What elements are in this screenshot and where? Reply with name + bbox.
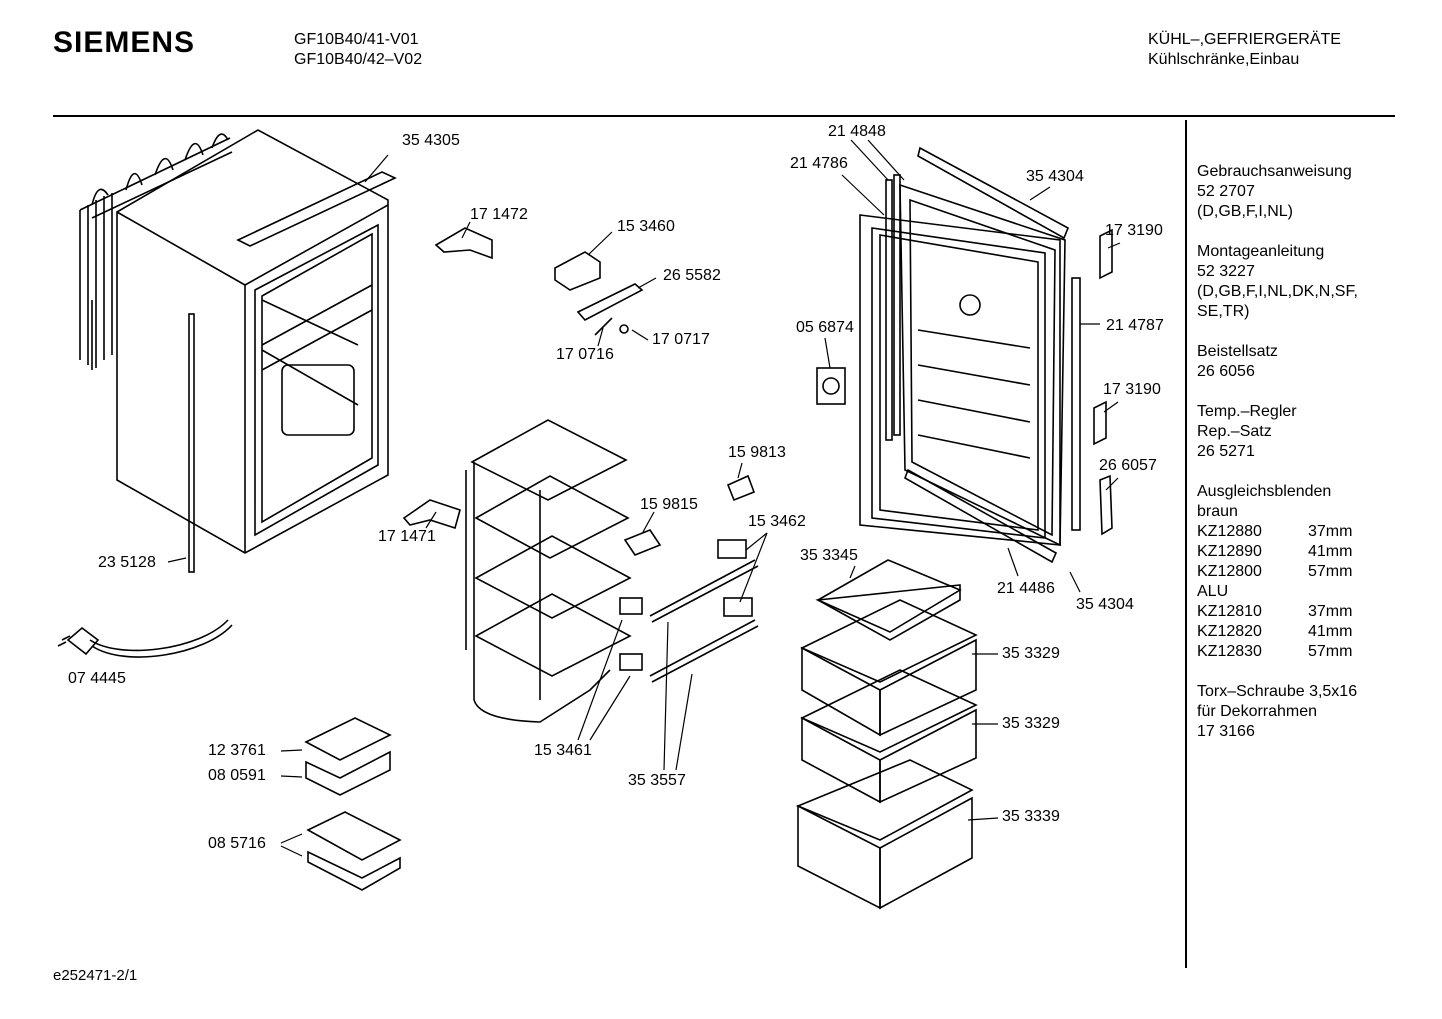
trim-row: KZ12880 37mm bbox=[1197, 522, 1392, 542]
part-label: 17 1471 bbox=[378, 528, 436, 545]
screw-number: 17 3166 bbox=[1197, 723, 1255, 740]
part-label: 15 3460 bbox=[617, 218, 675, 235]
trim-size: 37mm bbox=[1308, 603, 1353, 620]
trim-title: Ausgleichsblenden bbox=[1197, 483, 1332, 500]
manual-title: Gebrauchsanweisung bbox=[1197, 163, 1352, 180]
trim-size: 41mm bbox=[1308, 543, 1353, 560]
accessory-list: Gebrauchsanweisung 52 2707 (D,GB,F,I,NL)… bbox=[1197, 162, 1392, 762]
screw-title: Torx–Schraube 3,5x16 bbox=[1197, 683, 1358, 700]
part-label: 17 3190 bbox=[1103, 381, 1161, 398]
category-subtitle: Kühlschränke,Einbau bbox=[1148, 51, 1300, 68]
mounting-block: Montageanleitung 52 3227 (D,GB,F,I,NL,DK… bbox=[1197, 242, 1392, 322]
trim-code: KZ12880 bbox=[1197, 523, 1262, 540]
part-label: 15 3462 bbox=[748, 513, 806, 530]
part-label: 23 5128 bbox=[98, 554, 156, 571]
trim-code: KZ12800 bbox=[1197, 563, 1262, 580]
mounting-title: Montageanleitung bbox=[1197, 243, 1325, 260]
part-label: 26 5582 bbox=[663, 267, 721, 284]
trim-row: KZ12810 37mm bbox=[1197, 602, 1392, 622]
part-label: 35 3557 bbox=[628, 772, 686, 789]
trim-code: KZ12810 bbox=[1197, 603, 1262, 620]
part-label: 15 9813 bbox=[728, 444, 786, 461]
power-cord bbox=[57, 619, 233, 658]
sidebar-divider bbox=[1185, 120, 1187, 968]
evaporator-grid bbox=[465, 419, 632, 723]
part-label: 21 4787 bbox=[1106, 317, 1164, 334]
thermostat-block: Temp.–Regler Rep.–Satz 26 5271 bbox=[1197, 402, 1392, 462]
screw-block: Torx–Schraube 3,5x16 für Dekorrahmen 17 … bbox=[1197, 682, 1392, 742]
trim-row: KZ12800 57mm bbox=[1197, 562, 1392, 582]
shelf-rails bbox=[619, 474, 759, 683]
trim-color-brown: braun bbox=[1197, 503, 1238, 520]
part-label: 21 4786 bbox=[790, 155, 848, 172]
part-label: 21 4486 bbox=[997, 580, 1055, 597]
part-label: 35 4304 bbox=[1076, 596, 1134, 613]
screw-subtitle: für Dekorrahmen bbox=[1197, 703, 1318, 720]
trim-size: 57mm bbox=[1308, 563, 1353, 580]
mounting-languages-1: (D,GB,F,I,NL,DK,N,SF, bbox=[1197, 283, 1358, 300]
trim-code: KZ12830 bbox=[1197, 643, 1262, 660]
hinge-top bbox=[434, 227, 493, 260]
trim-code: KZ12820 bbox=[1197, 623, 1262, 640]
header-divider bbox=[53, 115, 1395, 117]
part-label: 17 3190 bbox=[1105, 222, 1163, 239]
model-number-1: GF10B40/41-V01 bbox=[294, 31, 419, 48]
part-label: 08 5716 bbox=[208, 835, 266, 852]
part-label: 26 6057 bbox=[1099, 457, 1157, 474]
part-label: 21 4848 bbox=[828, 123, 886, 140]
trim-size: 41mm bbox=[1308, 623, 1353, 640]
part-label: 17 0716 bbox=[556, 346, 614, 363]
mounting-languages-2: SE,TR) bbox=[1197, 303, 1250, 320]
part-label: 08 0591 bbox=[208, 767, 266, 784]
part-label: 35 4305 bbox=[402, 132, 460, 149]
part-label: 05 6874 bbox=[796, 319, 854, 336]
trim-row: KZ12890 41mm bbox=[1197, 542, 1392, 562]
part-label: 12 3761 bbox=[208, 742, 266, 759]
hinge-bottom bbox=[402, 499, 461, 530]
thermostat-subtitle: Rep.–Satz bbox=[1197, 423, 1272, 440]
part-label: 35 3329 bbox=[1002, 715, 1060, 732]
part-label: 35 3329 bbox=[1002, 645, 1060, 662]
part-label: 15 3461 bbox=[534, 742, 592, 759]
drawing-code: e252471-2/1 bbox=[53, 967, 138, 984]
trim-size: 57mm bbox=[1308, 643, 1353, 660]
kit-block: Beistellsatz 26 6056 bbox=[1197, 342, 1392, 382]
manual-block: Gebrauchsanweisung 52 2707 (D,GB,F,I,NL) bbox=[1197, 162, 1392, 222]
exploded-parts-drawing bbox=[57, 129, 1121, 910]
thermostat-number: 26 5271 bbox=[1197, 443, 1255, 460]
cabinet-body bbox=[79, 129, 397, 554]
trim-row: KZ12820 41mm bbox=[1197, 622, 1392, 642]
part-label: 17 0717 bbox=[652, 331, 710, 348]
leader-lines bbox=[167, 139, 1121, 857]
trim-row: KZ12830 57mm bbox=[1197, 642, 1392, 662]
freezer-drawers bbox=[795, 559, 978, 910]
thermostat-title: Temp.–Regler bbox=[1197, 403, 1297, 420]
thermostat-plate bbox=[576, 283, 644, 322]
ice-accessories bbox=[304, 717, 402, 891]
part-label: 35 3339 bbox=[1002, 808, 1060, 825]
trim-color-alu: ALU bbox=[1197, 583, 1229, 600]
model-number-2: GF10B40/42–V02 bbox=[294, 51, 423, 68]
part-label: 35 4304 bbox=[1026, 168, 1084, 185]
kit-title: Beistellsatz bbox=[1197, 343, 1278, 360]
trim-block: Ausgleichsblenden braun KZ12880 37mm KZ12… bbox=[1197, 482, 1392, 662]
part-label: 15 9815 bbox=[640, 496, 698, 513]
manual-languages: (D,GB,F,I,NL) bbox=[1197, 203, 1294, 220]
mounting-number: 52 3227 bbox=[1197, 263, 1255, 280]
trim-code: KZ12890 bbox=[1197, 543, 1262, 560]
part-label: 17 1472 bbox=[470, 206, 528, 223]
door-assembly bbox=[816, 146, 1113, 564]
brand-logo: SIEMENS bbox=[53, 26, 196, 59]
thermostat-box bbox=[554, 251, 601, 291]
manual-number: 52 2707 bbox=[1197, 183, 1255, 200]
part-label: 35 3345 bbox=[800, 547, 858, 564]
part-label: 07 4445 bbox=[68, 670, 126, 687]
kit-number: 26 6056 bbox=[1197, 363, 1255, 380]
side-seal-strip bbox=[188, 313, 195, 573]
category-title: KÜHL–,GEFRIERGERÄTE bbox=[1148, 31, 1341, 48]
trim-size: 37mm bbox=[1308, 523, 1353, 540]
